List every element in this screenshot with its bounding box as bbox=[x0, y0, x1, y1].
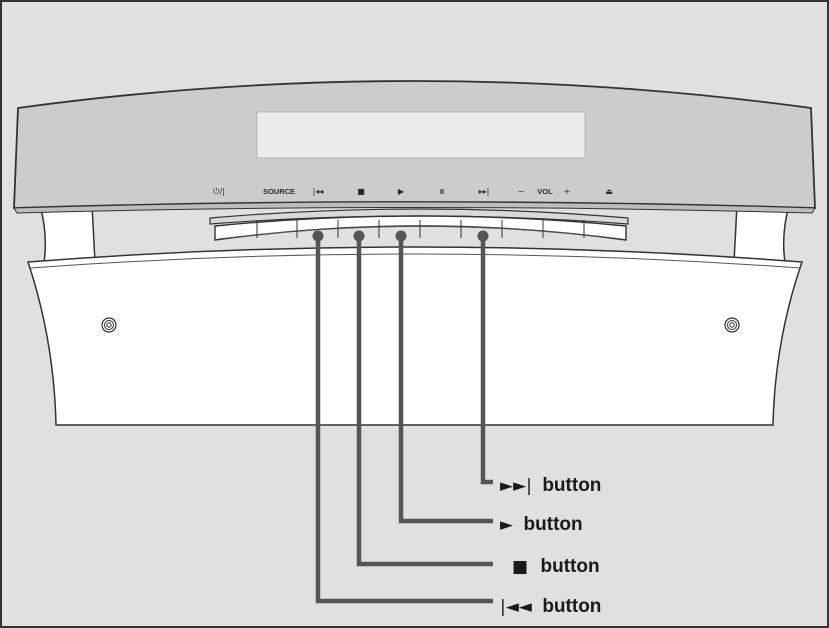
stop-glyph: ■ bbox=[512, 557, 528, 577]
callout-play: ► button bbox=[500, 514, 583, 535]
left-wing bbox=[39, 204, 96, 263]
device-body bbox=[26, 246, 804, 426]
panel-lip bbox=[13, 201, 816, 214]
play-label: button bbox=[524, 514, 583, 535]
leader-line-prev bbox=[315, 236, 493, 604]
panel-label-vol-minus: − bbox=[518, 187, 525, 196]
leader-line-next bbox=[480, 236, 493, 485]
panel-label-source: SOURCE bbox=[263, 187, 295, 196]
panel-label-stop: ■ bbox=[357, 187, 365, 196]
callout-prev: |◄◄ button bbox=[500, 596, 601, 617]
leader-dot-play bbox=[395, 230, 407, 242]
leader-line-play bbox=[398, 236, 493, 524]
callout-lines bbox=[312, 230, 493, 604]
prev-glyph: |◄◄ bbox=[500, 597, 533, 617]
button-strip bbox=[214, 215, 627, 241]
leader-line-stop bbox=[356, 236, 493, 567]
stop-label: button bbox=[541, 556, 600, 577]
panel-label-prev: |◂◂ bbox=[313, 187, 324, 196]
play-glyph: ► bbox=[500, 515, 514, 535]
panel-label-vol-plus: + bbox=[564, 187, 571, 196]
leader-dot-next bbox=[477, 230, 489, 242]
panel-label-pause: II bbox=[440, 187, 444, 196]
body-edge-line bbox=[29, 253, 801, 269]
panel-label-row: ⏻/| SOURCE |◂◂ ■ ▶ II ▸▸| − VOL + ⏏ bbox=[213, 187, 613, 196]
panel-label-next: ▸▸| bbox=[479, 187, 490, 196]
callout-labels: ►►| button ► button ■ button |◄◄ button bbox=[500, 475, 601, 617]
prev-label: button bbox=[542, 596, 601, 617]
leader-dot-prev bbox=[312, 230, 324, 242]
callout-next: ►►| button bbox=[500, 475, 601, 496]
display-window bbox=[256, 111, 586, 159]
panel-label-power: ⏻/| bbox=[213, 187, 225, 196]
next-label: button bbox=[542, 475, 601, 496]
leader-dot-stop bbox=[353, 230, 365, 242]
panel-label-vol: VOL bbox=[537, 187, 553, 196]
callout-stop: ■ button bbox=[512, 556, 600, 577]
screw-icon bbox=[724, 317, 740, 333]
right-wing bbox=[733, 204, 790, 263]
next-glyph: ►►| bbox=[500, 476, 532, 496]
panel-label-eject: ⏏ bbox=[605, 187, 613, 196]
screw-icon bbox=[101, 317, 117, 333]
panel-label-play: ▶ bbox=[398, 187, 405, 196]
